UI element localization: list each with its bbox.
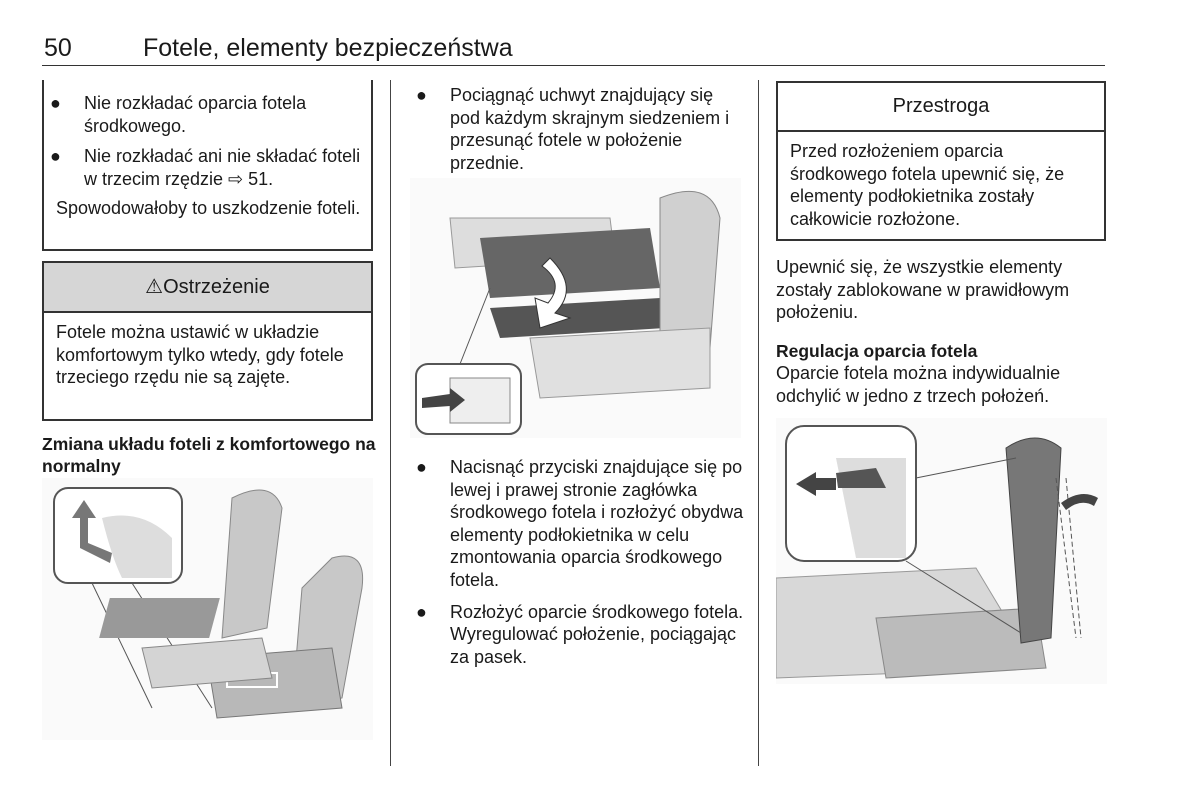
caution-title: Przestroga — [778, 83, 1104, 132]
notice-text: Spowodowałoby to uszkodzenie foteli. — [56, 198, 361, 219]
page-number: 50 — [44, 34, 72, 62]
instruction-list-top: ●Pociągnąć uchwyt znajdujący się pod każ… — [410, 84, 745, 174]
notice-bullet: ●Nie rozkładać ani nie składać foteli w … — [50, 146, 361, 189]
seat-illustration-comfort-to-normal — [42, 478, 373, 740]
arrow-ref-icon: ⇨ — [228, 168, 244, 189]
page-ref-link[interactable]: 51. — [248, 168, 274, 189]
notice-bullet: ●Nie rozkładać oparcia fotela środkowego… — [50, 93, 307, 136]
warning-box: ⚠Ostrzeżenie Fotele można ustawić w ukła… — [42, 261, 373, 421]
section-heading: Regulacja oparcia fotela — [776, 341, 978, 361]
header-rule — [42, 65, 1105, 66]
notice-box: ●Nie rozkładać oparcia fotela środkowego… — [42, 80, 373, 251]
warning-header: ⚠Ostrzeżenie — [44, 263, 371, 313]
instruction-bullet: ●Rozłożyć oparcie środkowego fotela. Wyr… — [416, 601, 744, 667]
bullet-text: Nacisnąć przyciski znajdujące się po lew… — [450, 457, 744, 590]
bullet-text: Pociągnąć uchwyt znajdujący się pod każd… — [450, 85, 730, 173]
paragraph: Upewnić się, że wszystkie elementy zosta… — [776, 257, 1070, 323]
warning-title: Ostrzeżenie — [163, 276, 270, 298]
caution-box: Przestroga Przed rozłożeniem oparcia śro… — [776, 81, 1106, 241]
seat-illustration-backrest-adjust — [776, 418, 1107, 684]
warning-triangle-icon: ⚠ — [145, 276, 164, 298]
caution-text: Przed rozłożeniem oparcia środkowego fot… — [790, 141, 1065, 229]
instruction-list-bottom: ●Nacisnąć przyciski znajdujące się po le… — [410, 456, 745, 668]
bullet-text: Nie rozkładać ani nie składać foteli w t… — [84, 146, 361, 189]
instruction-bullet: ●Pociągnąć uchwyt znajdujący się pod każ… — [416, 85, 730, 173]
column-divider — [758, 80, 759, 766]
section-title: Fotele, elementy bezpieczeństwa — [143, 34, 513, 62]
bullet-text: Rozłożyć oparcie środkowego fotela. Wyre… — [450, 601, 744, 667]
column-divider — [390, 80, 391, 766]
section-heading: Zmiana układu foteli z komfortowego na n… — [42, 434, 376, 476]
warning-text: Fotele można ustawić w układzie komforto… — [56, 322, 344, 388]
instruction-bullet: ●Nacisnąć przyciski znajdujące się po le… — [416, 457, 744, 590]
bullet-text: Nie rozkładać oparcia fotela środkowego. — [84, 93, 307, 136]
paragraph: Oparcie fotela można indywidualnie odchy… — [776, 363, 1061, 406]
seat-illustration-slide-forward — [410, 178, 741, 438]
